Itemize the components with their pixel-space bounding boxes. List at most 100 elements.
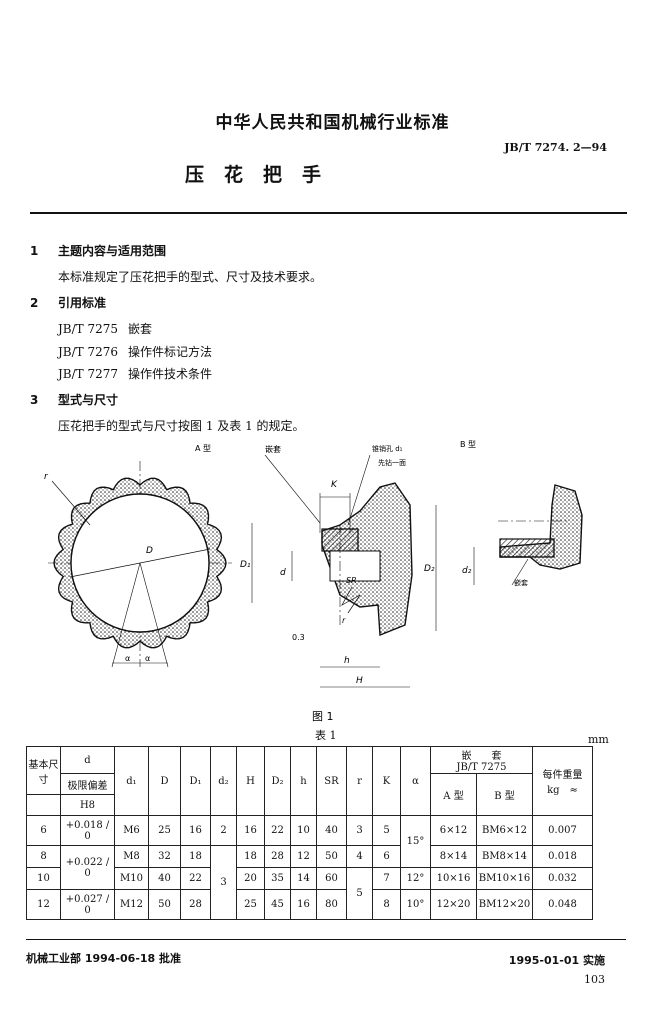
drill-note: 先钻一面 — [378, 458, 406, 467]
cell-alpha: 10° — [400, 889, 431, 920]
pin-hole-label: 锥销孔 d₁ — [372, 444, 403, 453]
dim-d2: d₂ — [462, 566, 472, 576]
effective-date: 1995-01-01 实施 — [508, 954, 605, 967]
cell-d2: 3 — [210, 845, 237, 920]
header-row: 极限偏差 A 型 B 型 — [27, 773, 593, 816]
type-b-view: d₂ 嵌套 — [462, 484, 583, 587]
reference-item: JB/T 7277 操作件技术条件 — [58, 365, 212, 382]
dim-D: D — [146, 546, 153, 556]
col-d1: d₁ — [114, 746, 149, 816]
cell-r: 4 — [346, 845, 373, 868]
table-caption: 表 1 — [315, 729, 337, 742]
cell-weight: 0.018 — [532, 845, 593, 868]
type-a-label: A 型 — [195, 444, 211, 453]
cell-tolerance: +0.018 / 0 — [60, 815, 115, 846]
insert-standard: JB/T 7275 — [456, 762, 507, 773]
cell-D: 32 — [148, 845, 181, 868]
cell-D: 25 — [148, 815, 181, 846]
cell-D2: 22 — [264, 815, 291, 846]
col-type-a: A 型 — [430, 773, 477, 816]
org-title: 中华人民共和国机械行业标准 — [215, 113, 450, 133]
header-row: 基本尺寸 d d₁ D D₁ d₂ H D₂ h SR r K α 嵌 套 JB… — [26, 746, 593, 816]
page-number: 103 — [584, 973, 605, 986]
type-b-label: B 型 — [460, 440, 476, 449]
cell-type-b: BM10×16 — [476, 867, 533, 890]
reference-name: 操作件标记方法 — [128, 345, 213, 359]
table-row: 12 +0.027 / 0 M12 50 28 25 45 16 80 8 10… — [26, 889, 593, 920]
table-row: 8 +0.022 / 0 M8 32 18 3 18 28 12 50 4 6 … — [26, 845, 593, 920]
weight-title: 每件重量 — [542, 770, 583, 781]
dim-h: h — [344, 656, 350, 666]
cell-tolerance: +0.022 / 0 — [60, 845, 115, 890]
cell-D1: 28 — [180, 889, 211, 920]
cell-size: 6 — [26, 815, 61, 846]
header-rule — [30, 212, 627, 214]
cell-D: 40 — [148, 867, 181, 890]
section-number: 3 — [30, 393, 39, 407]
section-3-body: 压花把手的型式与尺寸按图 1 及表 1 的规定。 — [58, 419, 305, 433]
reference-code: JB/T 7277 — [58, 367, 119, 381]
cell-D: 50 — [148, 889, 181, 920]
table-unit: mm — [588, 733, 609, 746]
cell-d1: M6 — [114, 815, 149, 846]
cell-size: 10 — [26, 867, 61, 890]
cell-SR: 40 — [316, 815, 347, 846]
cell-D2: 35 — [264, 867, 291, 890]
cell-d1: M10 — [114, 867, 149, 890]
cell-h: 14 — [290, 867, 317, 890]
spec-table: 基本尺寸 d d₁ D D₁ d₂ H D₂ h SR r K α 嵌 套 JB… — [26, 746, 593, 920]
figure-1: A 型 B 型 D r α α 嵌套 锥销孔 d₁ 先钻一面 K D₁ d — [0, 435, 665, 725]
cell-K: 6 — [372, 845, 401, 868]
col-type-b: B 型 — [476, 773, 533, 816]
cell-size: 8 — [26, 845, 61, 868]
dim-alpha: α — [125, 654, 130, 663]
dim-r: r — [342, 616, 346, 625]
cell-alpha: 15° — [400, 815, 431, 868]
cell-K: 7 — [372, 867, 401, 890]
cell-SR: 60 — [316, 867, 347, 890]
col-D: D — [148, 746, 181, 816]
insert-label: 嵌套 — [514, 578, 528, 587]
section-view: 嵌套 锥销孔 d₁ 先钻一面 K D₁ d D₂ SR r 0.3 h H — [240, 444, 437, 688]
section-title: 型式与尺寸 — [58, 393, 119, 407]
col-D2: D₂ — [264, 746, 291, 816]
cell-D1: 22 — [180, 867, 211, 890]
cell-H: 16 — [236, 815, 265, 846]
reference-name: 操作件技术条件 — [128, 367, 213, 381]
col-H: H — [236, 746, 265, 816]
col-d: d — [60, 746, 115, 774]
col-h8: H8 — [60, 794, 115, 816]
cell-tolerance: +0.027 / 0 — [60, 889, 115, 920]
front-view: D r α α — [44, 461, 232, 668]
col-r: r — [346, 746, 373, 816]
reference-name: 嵌套 — [128, 322, 153, 336]
section-3-heading: 3 型式与尺寸 — [30, 391, 118, 408]
cell-h: 10 — [290, 815, 317, 846]
cell-weight: 0.032 — [532, 867, 593, 890]
dim-H: H — [356, 676, 363, 686]
cell-r: 5 — [346, 867, 373, 920]
section-number: 1 — [30, 244, 39, 258]
technical-drawing: A 型 B 型 D r α α 嵌套 锥销孔 d₁ 先钻一面 K D₁ d — [44, 440, 583, 723]
cell-K: 5 — [372, 815, 401, 846]
cell-H: 20 — [236, 867, 265, 890]
table-row: 6 +0.018 / 0 M6 25 16 2 16 22 10 40 3 5 … — [26, 815, 593, 868]
cell-d1: M8 — [114, 845, 149, 868]
dim-alpha: α — [145, 654, 150, 663]
cell-K: 8 — [372, 889, 401, 920]
cell-h: 16 — [290, 889, 317, 920]
cell-type-b: BM6×12 — [476, 815, 533, 846]
cell-h: 12 — [290, 845, 317, 868]
col-d2: d₂ — [210, 746, 237, 816]
dim-SR: SR — [346, 576, 357, 585]
cell-D1: 18 — [180, 845, 211, 868]
cell-alpha: 12° — [400, 867, 431, 890]
col-h: h — [290, 746, 317, 816]
gap-dimension: 0.3 — [292, 633, 305, 642]
weight-unit: kg ≈ — [547, 785, 578, 796]
dim-d: d — [280, 568, 286, 578]
col-D1: D₁ — [180, 746, 211, 816]
